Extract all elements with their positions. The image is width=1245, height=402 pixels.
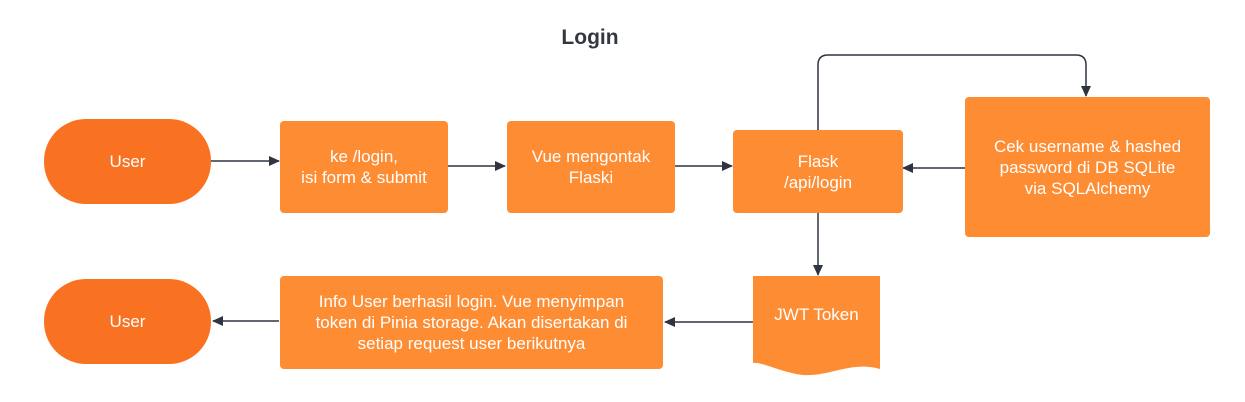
- vue-contact-flask-node: Vue mengontak Flaski: [507, 121, 675, 213]
- jwt-token-document-shape: [753, 276, 880, 376]
- info-user-node: Info User berhasil login. Vue menyimpan …: [280, 276, 663, 369]
- jwt-token-node: JWT Token: [774, 304, 859, 324]
- open-login-form-node: ke /login, isi form & submit: [280, 121, 448, 213]
- arrow-flask-to-db: [817, 54, 1091, 130]
- diagram-title: Login: [561, 26, 619, 49]
- flask-api-login-node: Flask /api/login: [733, 130, 903, 213]
- user-start-node: User: [44, 119, 211, 204]
- check-db-node: Cek username & hashed password di DB SQL…: [965, 97, 1210, 237]
- user-end-node: User: [44, 279, 211, 364]
